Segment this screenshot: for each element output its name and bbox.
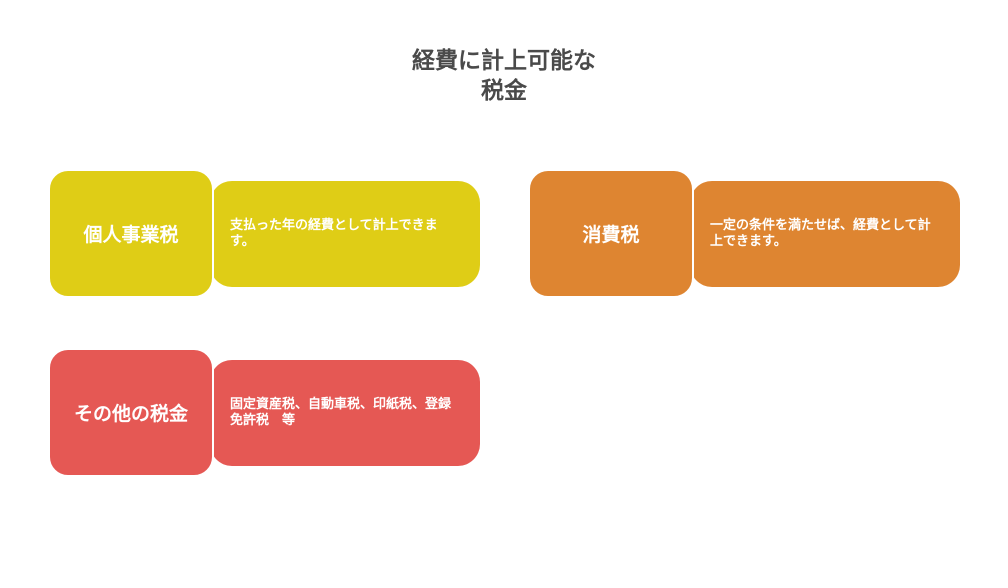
tax-card-consumption: 一定の条件を満たせば、経費として計上できます。 消費税: [528, 169, 960, 299]
title-line-1: 経費に計上可能な: [412, 48, 596, 74]
card-description: 固定資産税、自動車税、印紙税、登録免許税 等: [210, 360, 480, 466]
tax-card-individual-business: 支払った年の経費として計上できます。 個人事業税: [48, 169, 480, 299]
title-line-2: 税金: [481, 78, 527, 104]
diagram-title: 経費に計上可能な 税金: [354, 46, 654, 106]
card-label: その他の税金: [48, 348, 214, 477]
card-label: 消費税: [528, 169, 694, 298]
tax-card-other: 固定資産税、自動車税、印紙税、登録免許税 等 その他の税金: [48, 348, 480, 478]
card-label: 個人事業税: [48, 169, 214, 298]
card-description: 支払った年の経費として計上できます。: [210, 181, 480, 287]
card-description: 一定の条件を満たせば、経費として計上できます。: [690, 181, 960, 287]
